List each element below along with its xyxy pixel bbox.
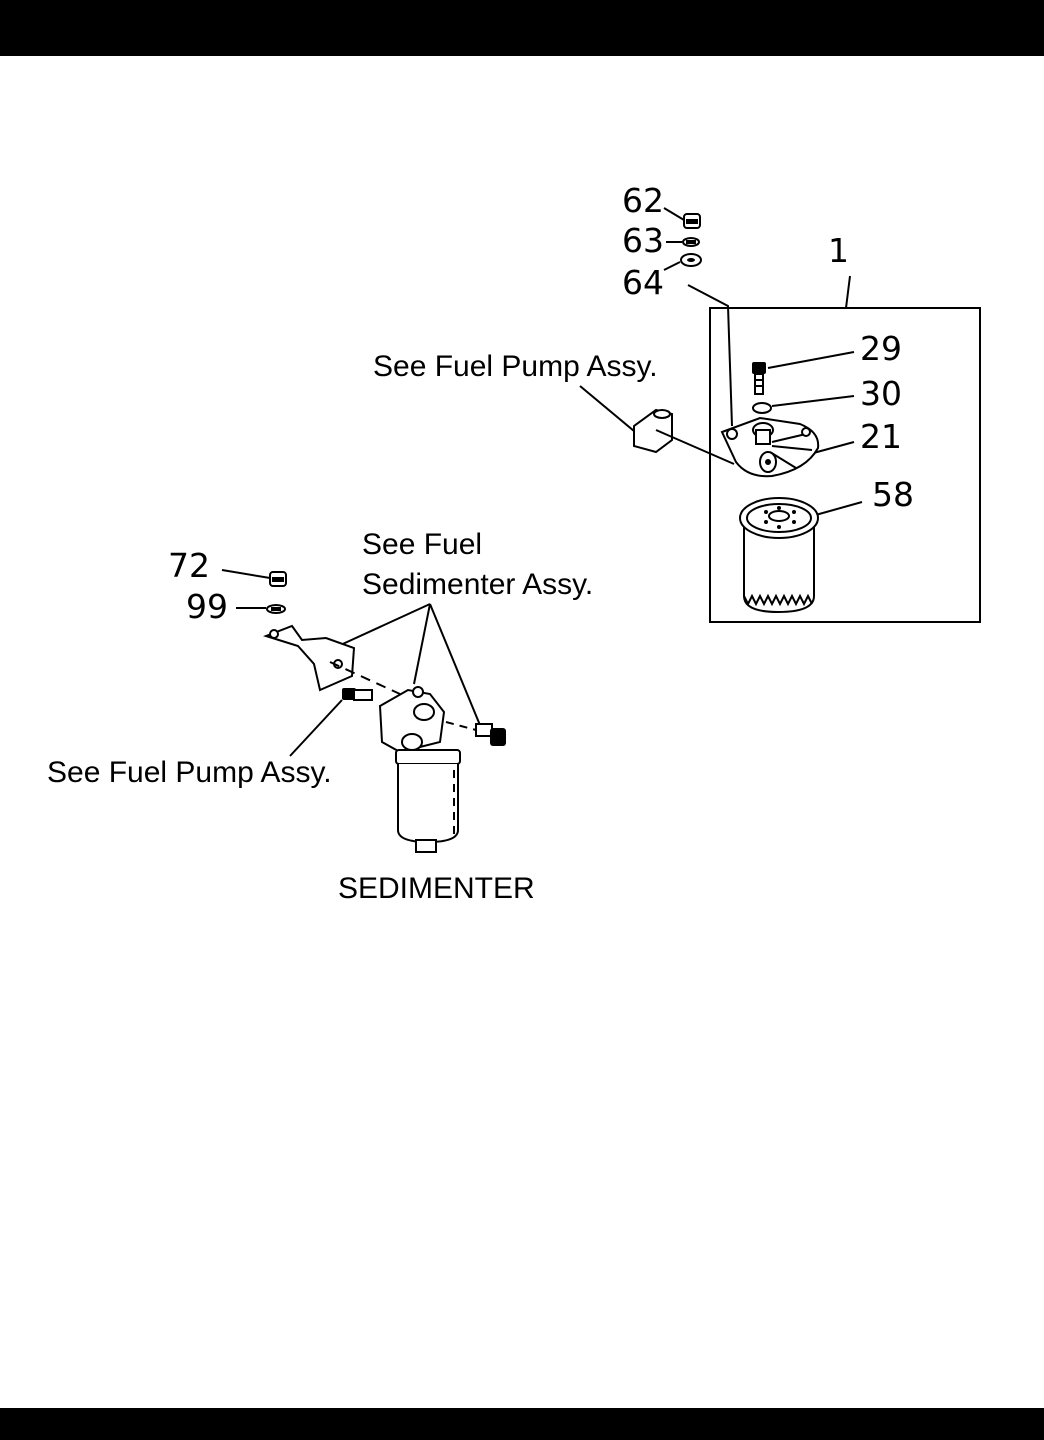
sedimenter-caption: SEDIMENTER bbox=[338, 872, 535, 905]
leader-fuel-pump-lower bbox=[289, 699, 343, 757]
nut-72-icon bbox=[269, 571, 287, 587]
leader-64 bbox=[663, 261, 681, 271]
stud-leader bbox=[687, 284, 733, 427]
callout-72: 72 bbox=[168, 546, 210, 585]
label-see-fuel-sedimenter-line2: Sedimenter Assy. bbox=[362, 568, 593, 601]
leader-30 bbox=[771, 395, 855, 407]
leader-sedimenter-a bbox=[333, 603, 431, 649]
label-see-fuel-pump-lower: See Fuel Pump Assy. bbox=[47, 756, 332, 789]
bottom-black-bar bbox=[0, 1408, 1044, 1440]
leader-58 bbox=[811, 501, 863, 517]
filter-head-21-icon bbox=[720, 416, 820, 478]
washer-30-icon bbox=[752, 402, 772, 414]
leader-62 bbox=[663, 207, 685, 221]
label-see-fuel-sedimenter-line1: See Fuel bbox=[362, 528, 482, 561]
assembly-dash-line bbox=[329, 661, 401, 695]
sedimenter-bolt-icon bbox=[475, 723, 506, 746]
callout-99: 99 bbox=[186, 587, 228, 626]
callout-58: 58 bbox=[872, 475, 914, 514]
label-see-fuel-pump-upper: See Fuel Pump Assy. bbox=[373, 350, 658, 383]
bolt-29-icon bbox=[752, 362, 766, 395]
callout-1: 1 bbox=[828, 231, 849, 270]
leader-1 bbox=[845, 275, 851, 309]
filter-assembly-box bbox=[709, 307, 981, 623]
callout-64: 64 bbox=[622, 263, 664, 302]
leader-sedimenter-c bbox=[429, 603, 483, 731]
callout-30: 30 bbox=[860, 374, 902, 413]
fuel-pump-bracket-icon bbox=[633, 408, 673, 454]
nut-62-icon bbox=[683, 213, 701, 229]
leader-sedimenter-b bbox=[413, 603, 431, 685]
top-black-bar bbox=[0, 0, 1044, 56]
mounting-bracket-icon bbox=[262, 624, 356, 692]
callout-62: 62 bbox=[622, 181, 664, 220]
leader-72 bbox=[221, 569, 271, 579]
lock-washer-63-icon bbox=[682, 237, 700, 247]
callout-21: 21 bbox=[860, 417, 902, 456]
callout-29: 29 bbox=[860, 329, 902, 368]
callout-63: 63 bbox=[622, 221, 664, 260]
sedimenter-icon bbox=[378, 686, 461, 853]
leader-fuel-pump-upper bbox=[579, 385, 641, 437]
filter-cartridge-58-icon bbox=[739, 497, 819, 614]
connector-line-upper bbox=[655, 429, 735, 465]
bracket-bolt-icon bbox=[342, 688, 373, 701]
leader-29 bbox=[767, 351, 855, 369]
lock-washer-99-icon bbox=[266, 604, 286, 614]
